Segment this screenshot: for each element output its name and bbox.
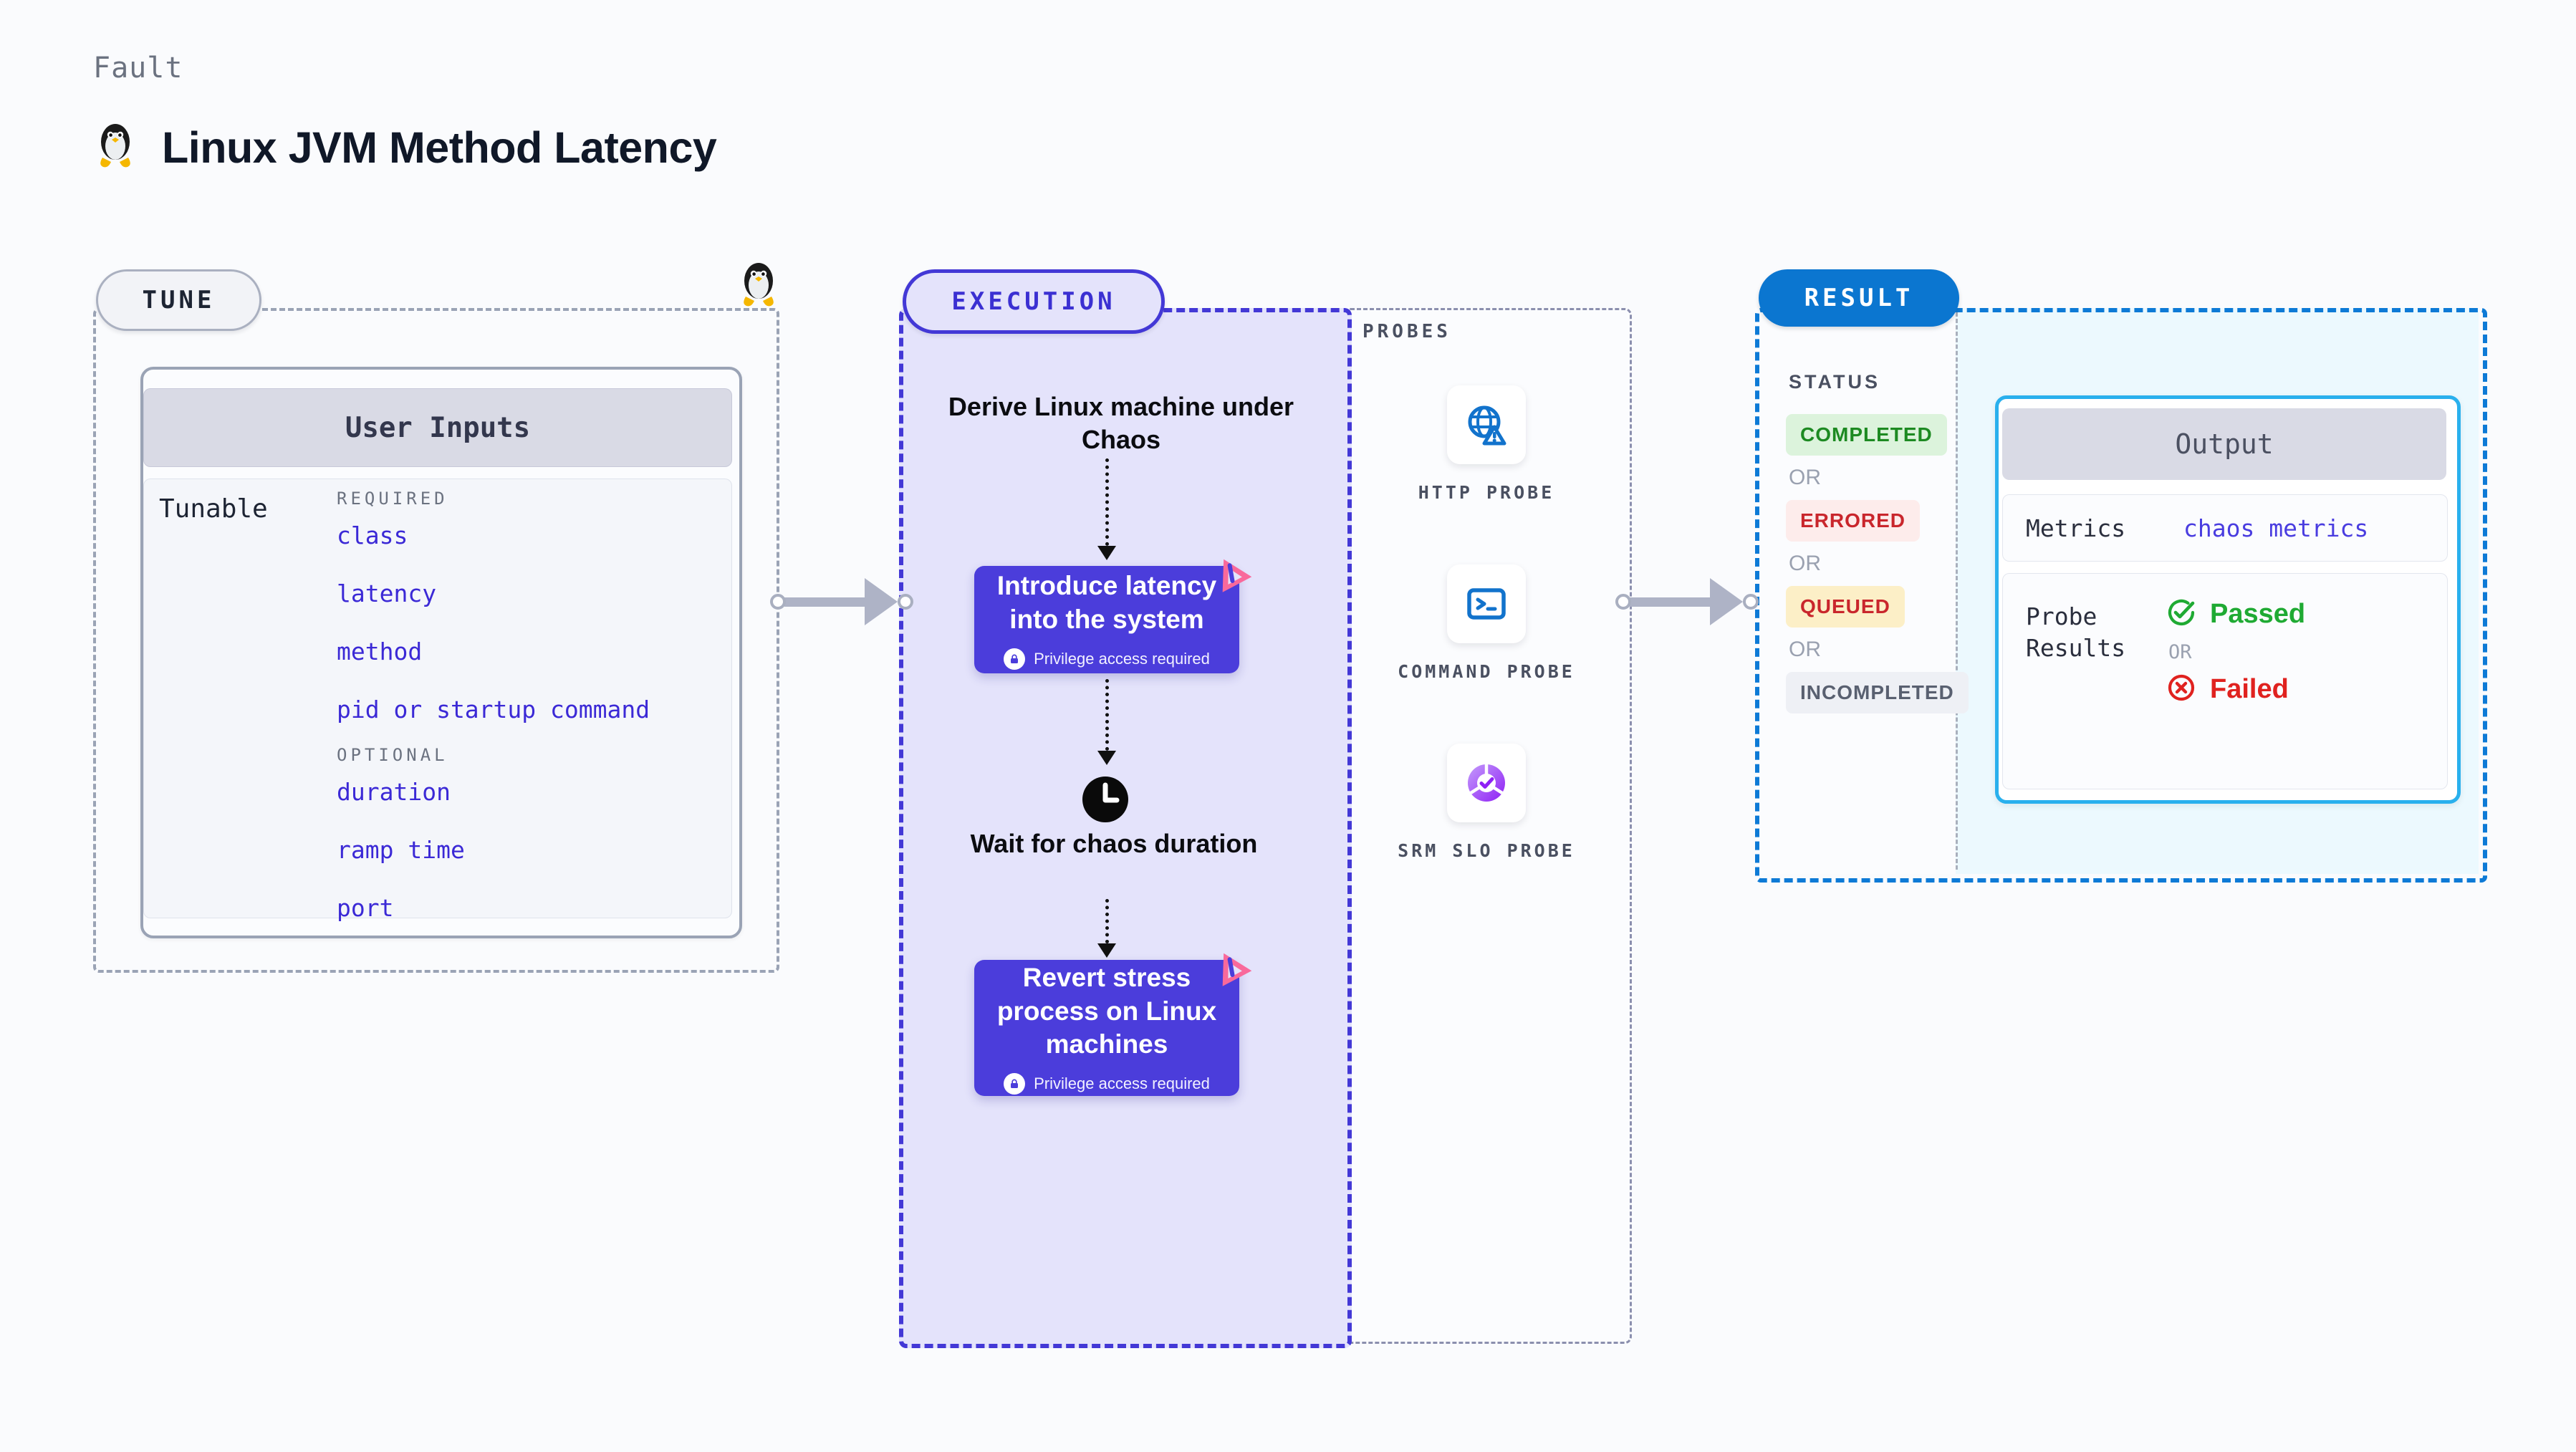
chaos-badge-icon <box>1208 944 1255 991</box>
param-method[interactable]: method <box>337 638 423 665</box>
derive-step-label: Derive Linux machine under Chaos <box>948 392 1294 455</box>
param-duration[interactable]: duration <box>337 778 451 806</box>
metrics-value[interactable]: chaos metrics <box>2183 514 2369 542</box>
probe-results-label: Probe Results <box>2026 602 2126 662</box>
result-panel <box>1755 308 2487 883</box>
status-or-3: OR <box>1789 638 1821 661</box>
check-circle-icon <box>2166 597 2197 631</box>
output-title: Output <box>2002 408 2446 480</box>
connector-start-dot <box>770 594 786 610</box>
probe-label: COMMAND PROBE <box>1398 661 1575 682</box>
linux-penguin-icon <box>93 120 138 175</box>
x-circle-icon <box>2166 672 2197 706</box>
lock-icon <box>1004 1072 1026 1095</box>
tunable-parameter-list: REQUIRED class latency method pid or sta… <box>337 489 709 922</box>
status-badge-errored: ERRORED <box>1786 500 1921 542</box>
privilege-note-label: Privilege access required <box>1034 1074 1210 1092</box>
user-inputs-title: User Inputs <box>143 388 732 467</box>
probe-result-passed: Passed <box>2166 597 2305 631</box>
param-pid-or-startup-command[interactable]: pid or startup command <box>337 696 650 723</box>
connector-end-dot <box>1743 594 1759 610</box>
param-latency[interactable]: latency <box>337 580 437 607</box>
tune-tab[interactable]: TUNE <box>96 269 261 331</box>
probe-results-row: Probe Results Passed OR Failed <box>2002 573 2448 789</box>
probe-result-failed: Failed <box>2166 672 2305 706</box>
probes-label: PROBES <box>1363 321 1451 342</box>
metrics-label: Metrics <box>2026 514 2126 542</box>
param-ramp-time[interactable]: ramp time <box>337 836 465 864</box>
execution-card-title: Introduce latency into the system <box>996 571 1217 634</box>
result-tab[interactable]: RESULT <box>1759 269 1959 327</box>
wait-step-label: Wait for chaos duration <box>970 829 1258 858</box>
tune-panel <box>93 308 779 973</box>
status-badge-completed: COMPLETED <box>1786 414 1947 456</box>
probe-label: HTTP PROBE <box>1418 482 1555 503</box>
connector-end-dot <box>898 594 913 610</box>
execution-card-introduce-latency[interactable]: Introduce latency into the system Privil… <box>974 559 1252 673</box>
param-port[interactable]: port <box>337 894 394 922</box>
execution-tab[interactable]: EXECUTION <box>903 269 1165 334</box>
connector-line <box>1630 597 1714 607</box>
globe-warning-icon <box>1447 385 1526 464</box>
chaos-badge-icon <box>1208 550 1255 597</box>
status-or-1: OR <box>1789 466 1821 489</box>
param-class[interactable]: class <box>337 521 408 549</box>
terminal-icon <box>1447 564 1526 643</box>
slo-donut-check-icon <box>1447 744 1526 822</box>
probe-item-command[interactable]: COMMAND PROBE <box>1343 564 1630 685</box>
status-label: STATUS <box>1789 371 1880 393</box>
failed-label: Failed <box>2210 673 2289 704</box>
privilege-note-row: Privilege access required <box>1004 1072 1210 1095</box>
optional-group-label: OPTIONAL <box>337 745 448 765</box>
connector-arrowhead <box>865 578 898 625</box>
linux-penguin-marker-icon <box>736 259 781 314</box>
connector-tune-to-execution <box>770 578 913 625</box>
connector-start-dot <box>1615 594 1631 610</box>
execution-card-title: Revert stress process on Linux machines <box>996 963 1217 1059</box>
probe-item-http[interactable]: HTTP PROBE <box>1343 385 1630 506</box>
execution-dotted-connector-3 <box>1097 899 1116 958</box>
probe-item-srm-slo[interactable]: SRM SLO PROBE <box>1343 744 1630 864</box>
execution-card-revert-stress[interactable]: Revert stress process on Linux machines … <box>974 953 1252 1096</box>
probes-panel <box>1343 308 1632 1344</box>
fault-title-row: Linux JVM Method Latency <box>93 120 717 175</box>
clock-icon <box>1080 774 1131 828</box>
probe-label: SRM SLO PROBE <box>1398 840 1575 861</box>
tunable-body <box>143 479 732 918</box>
required-group-label: REQUIRED <box>337 489 448 509</box>
metrics-row: Metrics chaos metrics <box>2002 494 2448 562</box>
status-badge-incompleted: INCOMPLETED <box>1786 672 1969 713</box>
page-title: Linux JVM Method Latency <box>162 123 717 172</box>
lock-icon <box>1004 648 1026 670</box>
connector-line <box>784 597 869 607</box>
execution-dotted-connector-2 <box>1097 679 1116 765</box>
status-or-2: OR <box>1789 552 1821 575</box>
probe-results-values: Passed OR Failed <box>2166 597 2305 706</box>
privilege-note-row: Privilege access required <box>1004 648 1210 670</box>
execution-dotted-connector-1 <box>1097 458 1116 560</box>
result-column-divider <box>1956 312 1958 870</box>
connector-arrowhead <box>1710 578 1743 625</box>
passed-label: Passed <box>2210 598 2306 629</box>
status-badge-queued: QUEUED <box>1786 586 1905 628</box>
probe-result-or: OR <box>2168 641 2192 663</box>
fault-eyebrow-label: Fault <box>93 52 183 85</box>
tunable-label: Tunable <box>159 494 268 524</box>
status-badge-list: COMPLETED OR ERRORED OR QUEUED OR INCOMP… <box>1786 414 1969 713</box>
connector-probes-to-result <box>1615 578 1759 625</box>
privilege-note-label: Privilege access required <box>1034 649 1210 668</box>
